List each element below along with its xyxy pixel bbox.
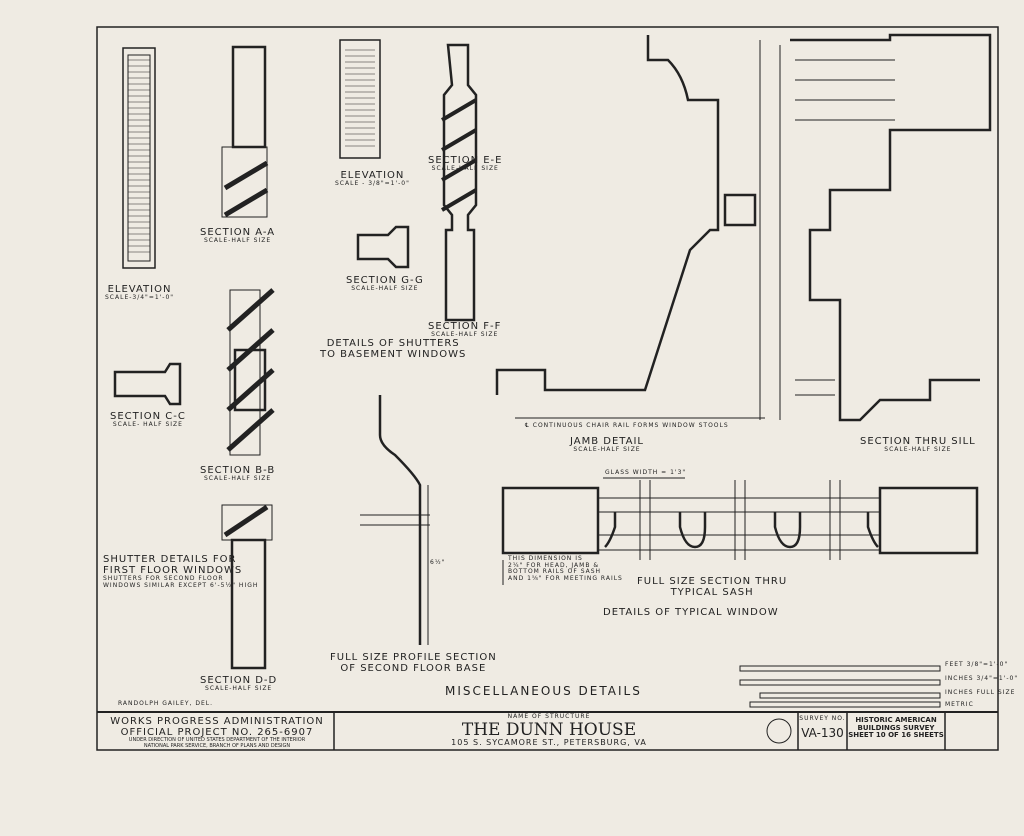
scale: SCALE- HALF SIZE — [112, 421, 183, 428]
scale-inches: INCHES 3/4"=1'-0" — [945, 675, 1019, 682]
scale-metric: METRIC — [945, 701, 974, 708]
title: ELEVATION — [107, 284, 172, 295]
chair-rail-note: ℄ CONTINUOUS CHAIR RAIL FORMS WINDOW STO… — [525, 422, 729, 429]
typical-sash-section — [501, 477, 979, 585]
title: SECTION G-G — [346, 275, 424, 286]
structure-name: THE DUNN HOUSE — [461, 719, 637, 740]
graphic-scales — [739, 665, 941, 708]
line1: SHUTTER DETAILS FOR — [103, 554, 237, 565]
title: SECTION E-E — [428, 155, 503, 166]
section-e-e-f-f — [440, 43, 478, 322]
scale: SCALE-HALF SIZE — [203, 237, 272, 244]
name-label: NAME OF STRUCTURE — [507, 713, 591, 720]
section-a-a — [221, 45, 269, 218]
scale: SCALE-HALF SIZE — [351, 285, 419, 292]
line3: SHUTTERS FOR SECOND FLOOR — [103, 575, 224, 582]
line3: BOTTOM RAILS OF SASH — [508, 568, 602, 576]
scale-feet: FEET 3/8"=1'-0" — [945, 661, 1009, 668]
title: JAMB DETAIL — [570, 436, 644, 447]
delineator: RANDOLPH GAILEY, DEL. — [118, 700, 214, 707]
scale-full-size: INCHES FULL SIZE — [945, 689, 1016, 696]
survey-block: SURVEY NO. VA-130 — [798, 715, 847, 740]
line2: FIRST FLOOR WINDOWS — [103, 565, 243, 576]
title: SECTION B-B — [200, 465, 276, 476]
title: SECTION F-F — [428, 321, 502, 332]
section-c-c — [113, 362, 182, 406]
scale: SCALE-HALF SIZE — [573, 446, 641, 453]
sheet-number: SHEET 10 OF 16 SHEETS — [848, 731, 944, 740]
title: ELEVATION — [340, 170, 405, 181]
section-g-g — [356, 225, 410, 269]
base-dimension: 6½" — [430, 559, 446, 566]
shutter-elevation-small — [339, 39, 381, 159]
sill-section — [790, 33, 992, 422]
survey-label: SURVEY NO. — [799, 715, 846, 722]
wpa-line1: WORKS PROGRESS ADMINISTRATION — [110, 716, 324, 727]
line1: FULL SIZE SECTION THRU — [637, 576, 788, 587]
line1: THIS DIMENSION IS — [508, 555, 583, 562]
line1: DETAILS OF SHUTTERS — [326, 338, 460, 349]
glass-width-note: GLASS WIDTH = 1'3" — [605, 469, 687, 476]
section-d-d — [221, 504, 273, 670]
line4: AND 1⅝" FOR MEETING RAILS — [508, 574, 623, 582]
scale: SCALE - 3/8"=1'-0" — [335, 180, 410, 187]
line2: TYPICAL SASH — [670, 587, 754, 598]
section-b-b — [226, 288, 275, 456]
shutter-elevation-large — [122, 47, 156, 269]
scale: SCALE-3/4"=1'-0" — [105, 294, 175, 301]
survey-number: VA-130 — [801, 725, 844, 740]
interior-department-seal — [766, 718, 792, 744]
wpa-line4: NATIONAL PARK SERVICE, BRANCH OF PLANS A… — [143, 742, 291, 749]
line2: TO BASEMENT WINDOWS — [320, 349, 467, 360]
title: SECTION THRU SILL — [860, 436, 976, 447]
wpa-line2: OFFICIAL PROJECT NO. 265-6907 — [120, 727, 314, 738]
scale: SCALE-HALF SIZE — [431, 331, 499, 338]
jamb-detail — [495, 35, 781, 420]
scale: SCALE-HALF SIZE — [431, 165, 499, 172]
habs-line1: HISTORIC AMERICAN — [855, 716, 937, 724]
structure-address: 105 S. SYCAMORE ST., PETERSBURG, VA — [451, 738, 647, 748]
title: SECTION C-C — [110, 411, 186, 422]
sheet-title: MISCELLANEOUS DETAILS — [445, 684, 642, 698]
title: SECTION D-D — [200, 675, 278, 686]
scale: SCALE-HALF SIZE — [204, 475, 272, 482]
scale: SCALE-HALF SIZE — [205, 685, 273, 692]
base-profile — [360, 395, 430, 645]
line2: 2¼" FOR HEAD, JAMB & — [508, 561, 600, 569]
wpa-line3: UNDER DIRECTION OF UNITED STATES DEPARTM… — [128, 737, 306, 743]
line1: FULL SIZE PROFILE SECTION — [330, 652, 497, 663]
habs-line2: BUILDINGS SURVEY — [857, 723, 935, 732]
scale: SCALE-HALF SIZE — [884, 446, 952, 453]
label-typical-window: DETAILS OF TYPICAL WINDOW — [603, 607, 779, 618]
line4: WINDOWS SIMILAR EXCEPT 6'-5½" HIGH — [103, 581, 259, 589]
sheet-border — [96, 26, 999, 751]
title: SECTION A-A — [200, 227, 276, 238]
line2: OF SECOND FLOOR BASE — [340, 663, 487, 674]
